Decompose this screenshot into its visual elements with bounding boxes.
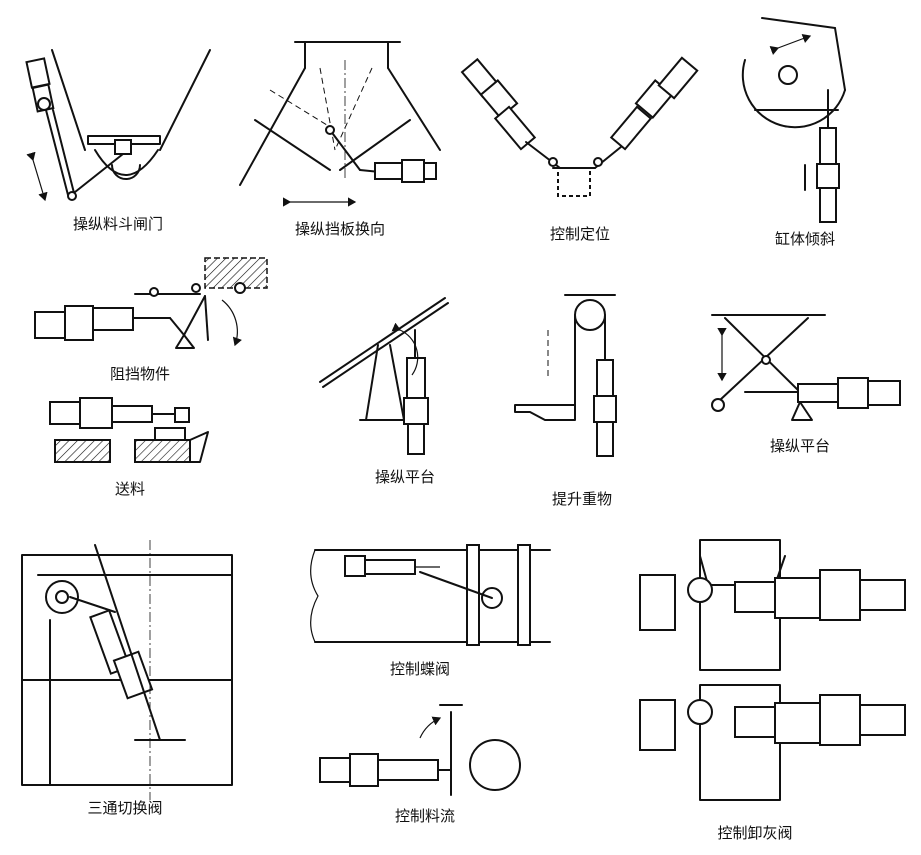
drawing-ash-valve bbox=[639, 539, 906, 801]
caption-cylinder-tilt: 缸体倾斜 bbox=[774, 230, 836, 248]
caption-butterfly-valve: 控制蝶阀 bbox=[389, 660, 451, 678]
caption-block-object: 阻挡物件 bbox=[109, 365, 171, 383]
drawing-block-object bbox=[34, 257, 268, 349]
caption-baffle-reverse: 操纵挡板换向 bbox=[294, 220, 386, 238]
drawing-lift-weight bbox=[514, 294, 617, 457]
caption-platform-lever: 操纵平台 bbox=[374, 468, 436, 486]
caption-platform-scissor: 操纵平台 bbox=[769, 437, 831, 455]
drawing-control-position bbox=[460, 56, 699, 197]
drawing-butterfly-valve bbox=[310, 544, 551, 646]
caption-ash-valve: 控制卸灰阀 bbox=[717, 824, 793, 842]
caption-control-position: 控制定位 bbox=[549, 225, 611, 243]
caption-material-flow: 控制料流 bbox=[394, 807, 456, 825]
caption-feeding: 送料 bbox=[114, 480, 146, 498]
drawing-baffle-reverse bbox=[239, 41, 441, 207]
drawing-three-way-valve bbox=[21, 540, 233, 800]
drawing-platform-scissor bbox=[711, 314, 901, 421]
caption-lift-weight: 提升重物 bbox=[551, 490, 613, 508]
drawing-hopper-gate bbox=[25, 49, 211, 202]
drawing-feeding bbox=[49, 397, 209, 463]
caption-three-way-valve: 三通切换阀 bbox=[87, 799, 163, 817]
drawing-platform-lever bbox=[319, 297, 449, 455]
drawing-material-flow bbox=[319, 704, 521, 796]
caption-hopper-gate: 操纵料斗闸门 bbox=[72, 215, 164, 233]
drawing-cylinder-tilt bbox=[741, 17, 846, 223]
